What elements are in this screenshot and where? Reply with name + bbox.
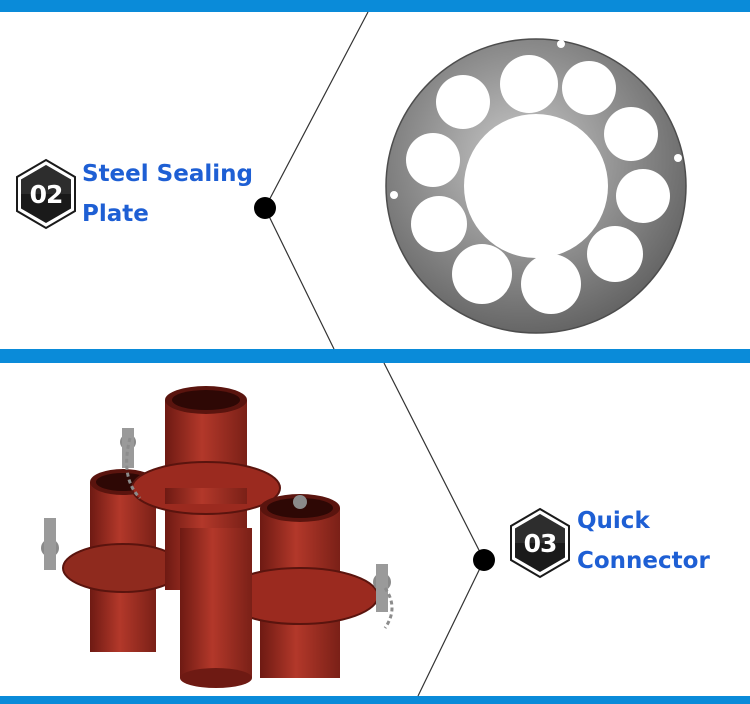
hexagon-badge-icon [16,158,76,230]
steel-sealing-plate-image [385,38,687,334]
pointer-line-1 [264,11,369,350]
number-badge-02: 02 [14,158,78,230]
title-line-2: Connector [577,548,710,574]
quick-connector-image [41,386,394,688]
section-title-steel-sealing-plate: Steel Sealing Plate [82,154,253,234]
title-line-2: Plate [82,201,149,227]
badge-number: 03 [523,528,558,558]
section-title-quick-connector: Quick Connector [577,501,710,581]
number-badge-03: 03 [508,507,572,579]
title-line-1: Quick [577,508,650,534]
top-blue-band [0,0,750,12]
pointer-dot-icon [473,549,495,571]
pointer-dot-icon [254,197,276,219]
middle-blue-band [0,349,750,363]
title-line-1: Steel Sealing [82,161,253,187]
badge-number: 02 [29,179,64,209]
hexagon-badge-icon [510,507,570,579]
bottom-blue-band [0,696,750,704]
